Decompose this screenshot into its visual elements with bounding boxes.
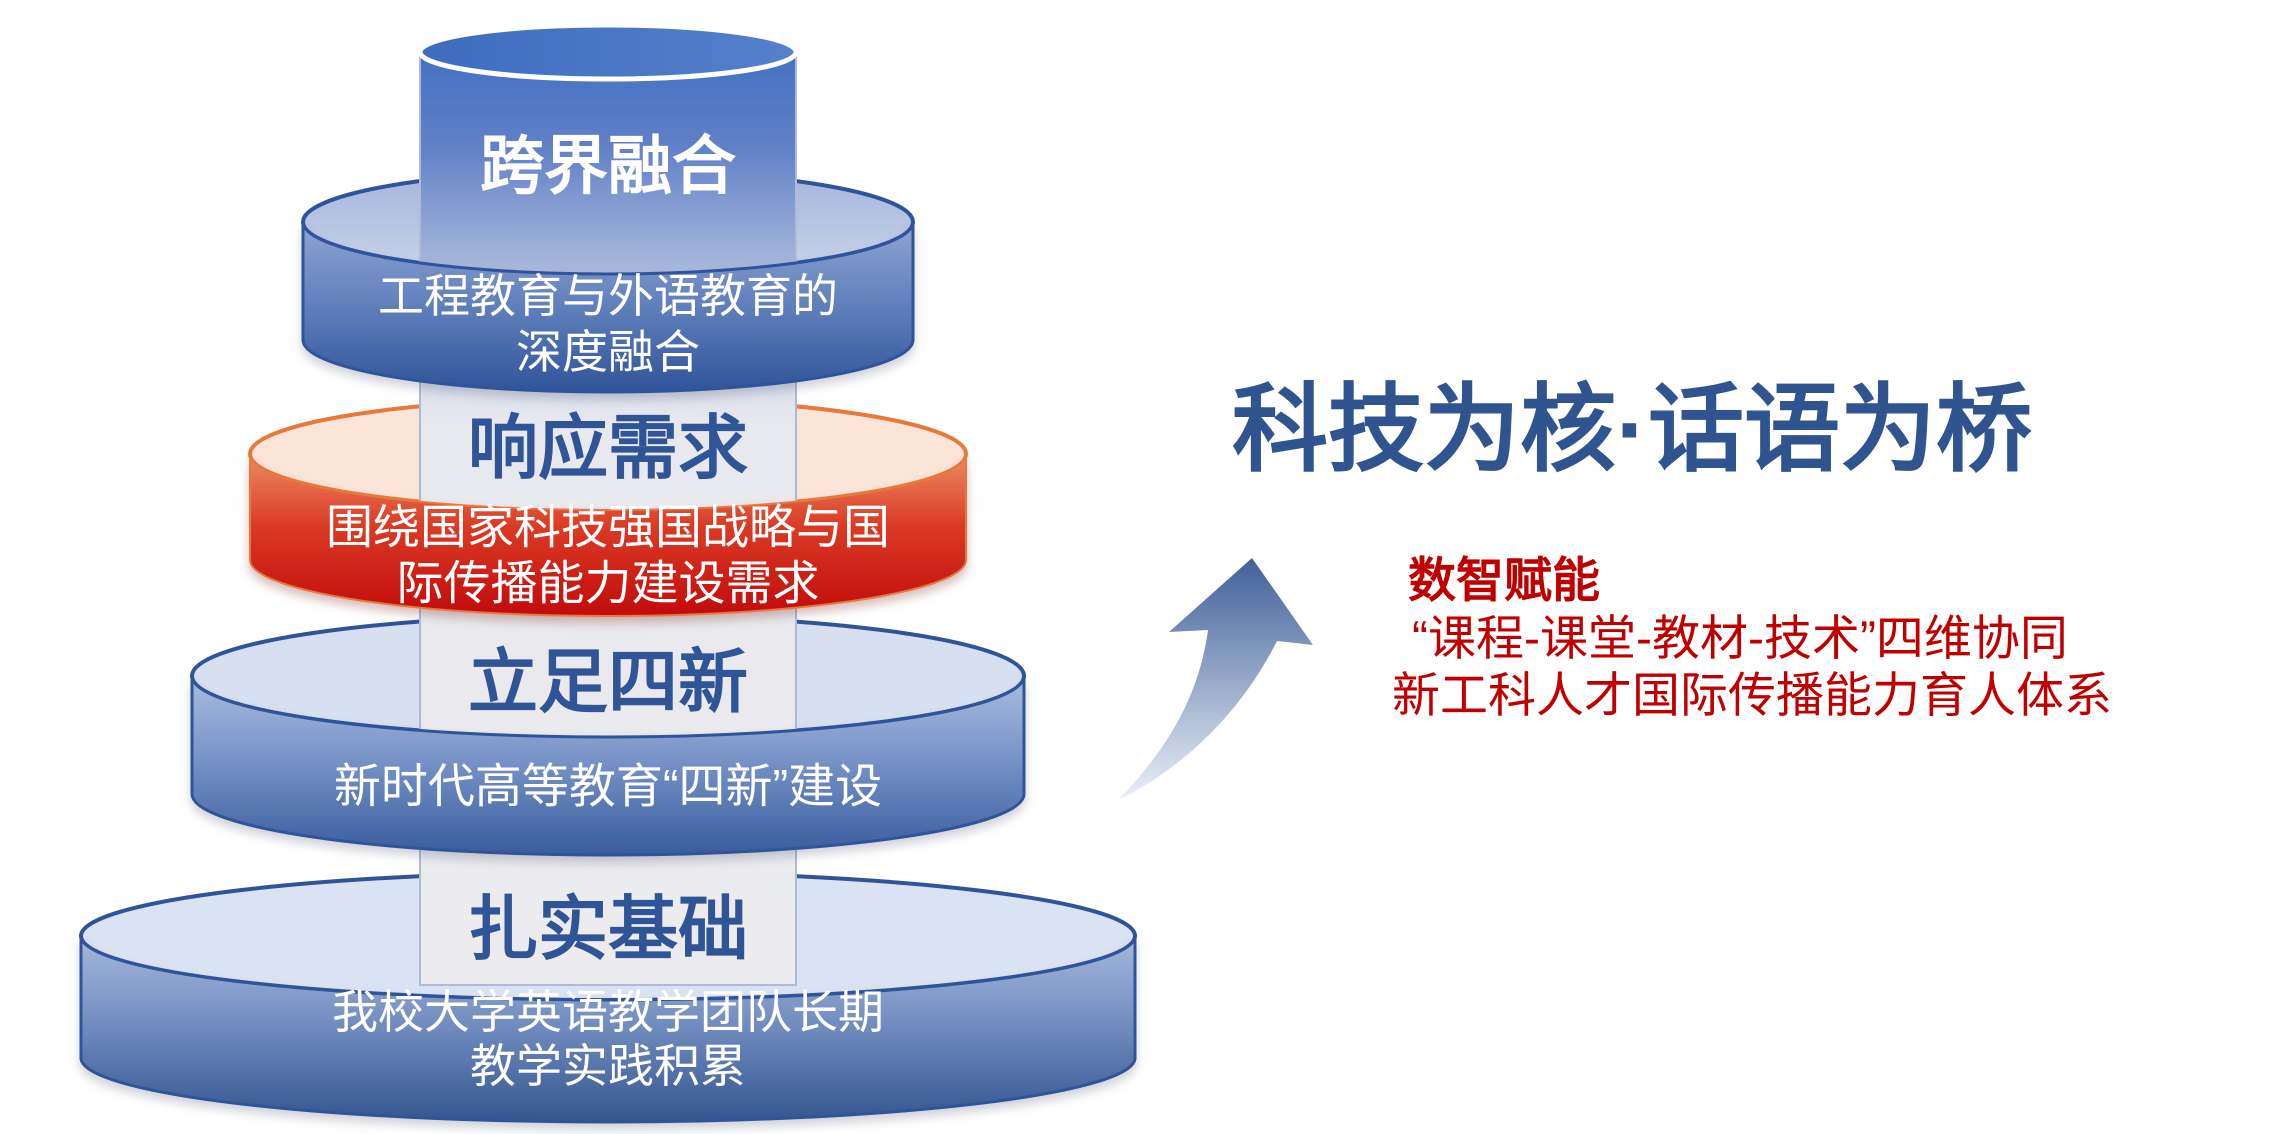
- curved-up-arrow-icon: [1118, 558, 1313, 800]
- callout-line1: “课程-课堂-教材-技术”四维协同: [1412, 613, 2068, 666]
- tier4-subtitle-line1: 我校大学英语教学团队长期: [332, 986, 884, 1038]
- callout-line2: 新工科人才国际传播能力育人体系: [1392, 670, 2112, 723]
- tier1-band: [301, 221, 915, 394]
- tier4-band: [79, 935, 1137, 1124]
- top-cylinder-cap-ellipse: [417, 22, 799, 82]
- tier3-band: [190, 675, 1026, 857]
- tier2-subtitle-line1: 围绕国家科技强国战略与国: [326, 501, 890, 554]
- tier2-band-red: [249, 453, 967, 617]
- tier2-subtitle-line2: 际传播能力建设需求: [397, 557, 820, 610]
- tier2-title: 响应需求: [468, 409, 748, 487]
- tier3-subtitle-line1: 新时代高等教育“四新”建设: [334, 760, 882, 813]
- headline-title: 科技为核·话语为桥: [1232, 377, 2032, 484]
- callout-title: 数智赋能: [1408, 555, 1600, 608]
- tier1-subtitle-line1: 工程教育与外语教育的: [378, 270, 838, 322]
- tier4-title: 扎实基础: [468, 890, 748, 968]
- tier4-subtitle-line2: 教学实践积累: [470, 1040, 746, 1092]
- tier1-subtitle-line2: 深度融合: [516, 326, 700, 378]
- tier1-title: 跨界融合: [480, 130, 736, 202]
- tier3-title: 立足四新: [468, 643, 748, 721]
